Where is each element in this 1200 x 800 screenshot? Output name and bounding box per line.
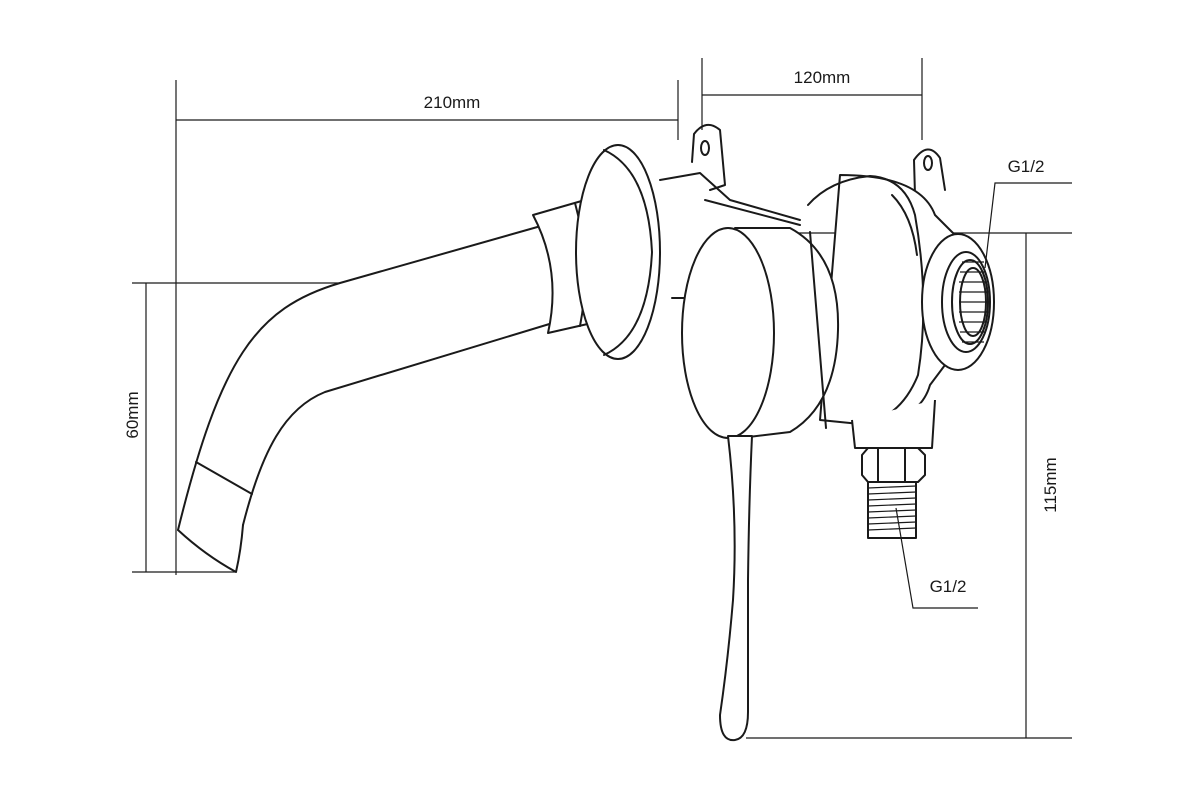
bottom-inlet-port xyxy=(851,399,936,539)
callout-side-outlet: G1/2 xyxy=(984,157,1072,269)
side-outlet-port xyxy=(921,233,995,371)
dimension-spout-height: 60mm xyxy=(123,282,340,573)
label-g12-bottom: G1/2 xyxy=(930,577,967,596)
label-210mm: 210mm xyxy=(424,93,481,112)
label-120mm: 120mm xyxy=(794,68,851,87)
label-g12-side: G1/2 xyxy=(1008,157,1045,176)
label-60mm: 60mm xyxy=(123,391,142,438)
spout xyxy=(177,223,561,573)
lever-handle xyxy=(719,435,753,742)
spout-flange xyxy=(532,144,661,360)
label-115mm: 115mm xyxy=(1041,457,1060,512)
mounting-tabs xyxy=(691,123,946,196)
handle-knob xyxy=(681,227,840,439)
valve-housing xyxy=(807,174,964,426)
dimension-spout-length: 210mm xyxy=(175,80,679,575)
dimension-mount-spacing: 120mm xyxy=(701,58,923,140)
callout-bottom-inlet: G1/2 xyxy=(895,507,978,609)
